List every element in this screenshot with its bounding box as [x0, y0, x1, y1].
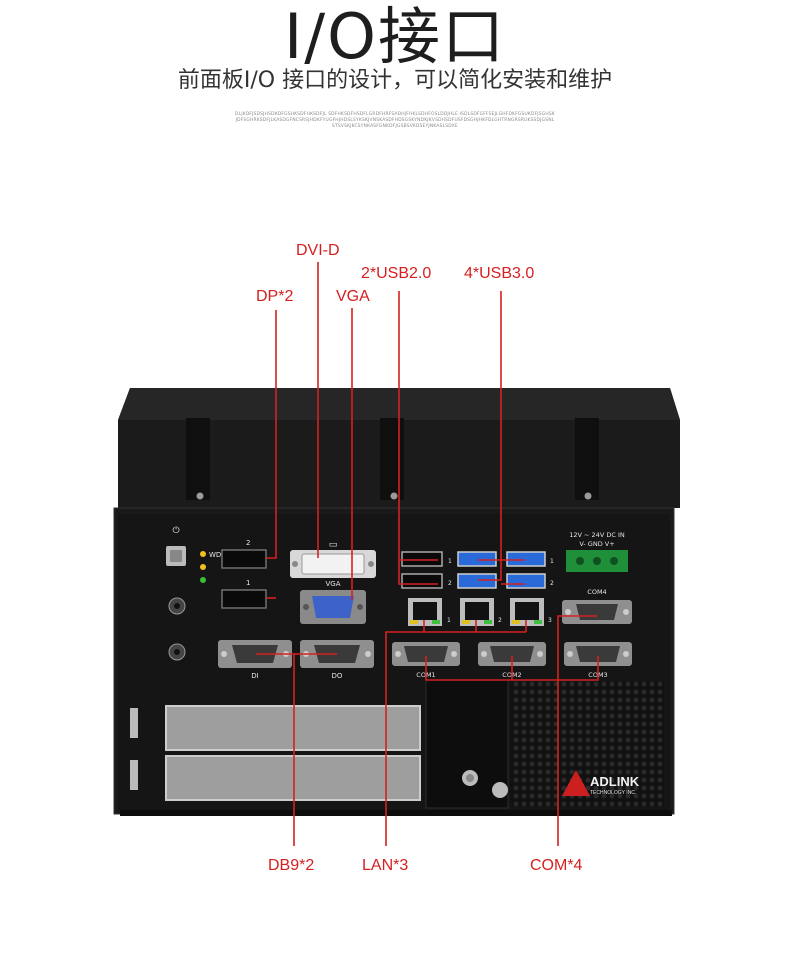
lan-port-3[interactable]: 3	[510, 598, 552, 626]
page-subtitle: 前面板I/O 接口的设计，可以简化安装和维护	[177, 68, 613, 93]
usb2-port-2[interactable]	[401, 573, 443, 589]
label-com: COM*4	[530, 857, 583, 874]
usb3-port-b2[interactable]	[506, 573, 546, 589]
dvi-port[interactable]: ▭	[290, 540, 376, 578]
status-leds: WD	[200, 551, 221, 583]
label-dvi-d: DVI-D	[296, 242, 340, 259]
callout-lines	[256, 262, 599, 846]
com1-port[interactable]: COM1	[392, 642, 460, 679]
svg-text:ADLINK: ADLINK	[590, 774, 640, 789]
svg-text:V- GND V+: V- GND V+	[579, 540, 614, 548]
storage-bay-door[interactable]	[425, 679, 509, 809]
svg-text:▭: ▭	[329, 540, 338, 550]
vent-grille	[510, 682, 664, 806]
lan-port-1[interactable]: 1	[408, 598, 451, 626]
fine-print-text: DLJKDFJSDSJHSDKDFGSHKSDFHKSDFJL SDFHKSDF…	[235, 112, 555, 129]
svg-text:3: 3	[548, 617, 552, 624]
svg-text:⏻: ⏻	[172, 525, 179, 536]
svg-text:1: 1	[550, 558, 554, 565]
svg-text:1: 1	[246, 579, 250, 587]
label-dp: DP*2	[256, 288, 294, 305]
label-usb2: 2*USB2.0	[361, 265, 432, 282]
label-vga: VGA	[336, 288, 370, 305]
svg-text:2: 2	[550, 580, 554, 587]
dp-port-1[interactable]: 1	[221, 579, 267, 609]
expansion-slot-2	[130, 755, 421, 801]
label-usb3: 4*USB3.0	[464, 265, 535, 282]
usb3-port-a1[interactable]	[457, 551, 497, 567]
svg-text:WD: WD	[209, 551, 221, 559]
usb2-port-1[interactable]	[401, 551, 443, 567]
svg-text:2: 2	[498, 617, 502, 624]
label-db9: DB9*2	[268, 857, 315, 874]
lan-port-2[interactable]: 2	[460, 598, 502, 626]
dp-port-2[interactable]: 2	[221, 539, 267, 569]
svg-text:DO: DO	[332, 672, 343, 680]
svg-text:1: 1	[448, 558, 452, 565]
svg-text:VGA: VGA	[325, 580, 340, 588]
audio-in-jack[interactable]	[168, 643, 186, 661]
power-button[interactable]: ⏻	[166, 525, 186, 566]
dc-power-terminal[interactable]: 12V ~ 24V DC IN V- GND V+	[566, 531, 628, 572]
svg-text:2: 2	[448, 580, 452, 587]
label-lan: LAN*3	[362, 857, 409, 874]
usb3-port-b1[interactable]	[506, 551, 546, 567]
vga-port[interactable]: VGA	[300, 580, 366, 624]
svg-text:2: 2	[246, 539, 250, 547]
svg-text:COM4: COM4	[587, 588, 606, 596]
audio-out-jack[interactable]	[168, 597, 186, 615]
svg-text:1: 1	[447, 617, 451, 624]
expansion-slot-1	[130, 705, 421, 751]
svg-text:12V ~ 24V DC IN: 12V ~ 24V DC IN	[569, 531, 625, 539]
svg-text:TECHNOLOGY INC.: TECHNOLOGY INC.	[590, 790, 636, 796]
adlink-logo: ADLINK TECHNOLOGY INC.	[562, 770, 640, 796]
usb3-port-a2[interactable]	[457, 573, 497, 589]
svg-text:DI: DI	[251, 672, 258, 680]
page-title: I/O接口	[284, 0, 506, 73]
db9-di-port[interactable]: DI	[218, 640, 292, 680]
